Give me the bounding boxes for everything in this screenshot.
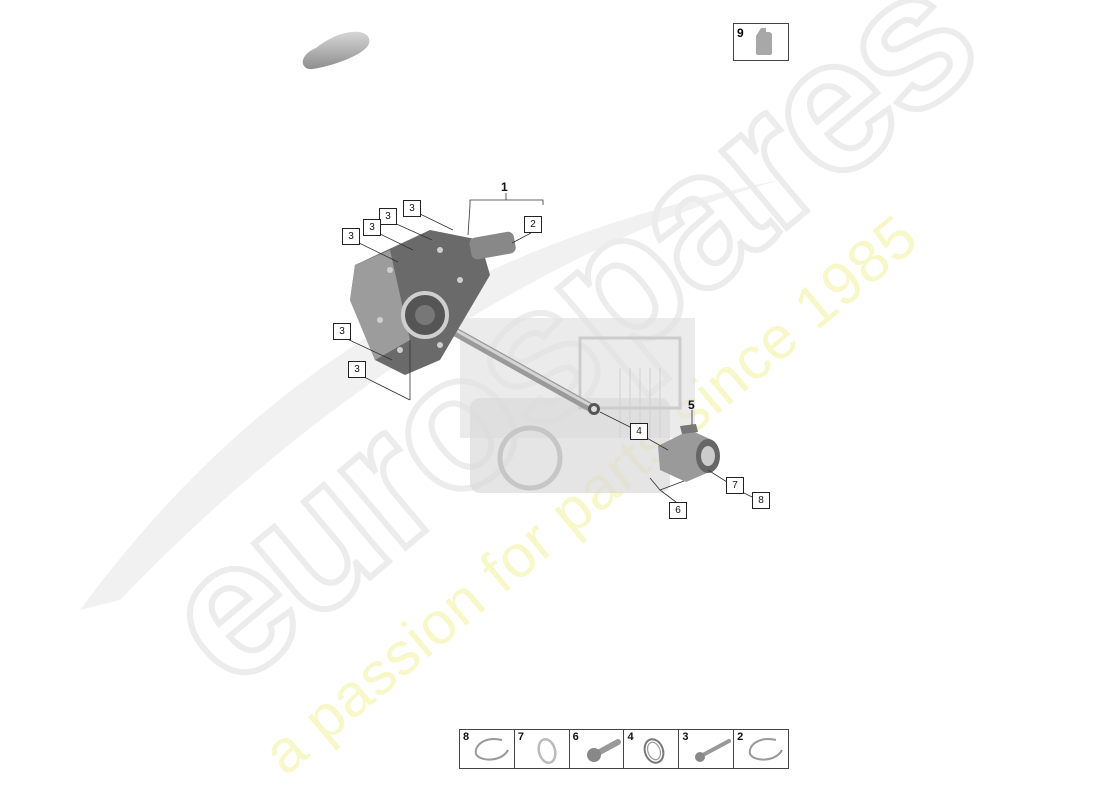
o-ring-icon xyxy=(537,737,557,764)
circlip-ring-icon xyxy=(748,738,784,761)
callout-3c[interactable]: 3 xyxy=(363,219,381,236)
callout-1[interactable]: 1 xyxy=(501,180,508,194)
part-number: 2 xyxy=(737,731,744,743)
engine-ghost-image xyxy=(460,318,695,493)
part-number: 4 xyxy=(627,731,634,743)
seal-ring-icon xyxy=(644,738,665,764)
callout-2[interactable]: 2 xyxy=(524,216,542,233)
circlip-ring-icon xyxy=(474,738,509,761)
part-number: 6 xyxy=(572,731,579,743)
part-cell-4[interactable]: 4 xyxy=(624,730,680,768)
fluid-box-number: 9 xyxy=(737,26,744,40)
transfer-case-image[interactable] xyxy=(330,220,630,430)
part-number: 8 xyxy=(463,731,470,743)
callout-3f[interactable]: 3 xyxy=(348,361,366,378)
flange-bolt-icon xyxy=(586,739,621,762)
callout-5[interactable]: 5 xyxy=(688,398,695,412)
oil-bottle-icon xyxy=(756,28,772,55)
part-cell-3[interactable]: 3 xyxy=(679,730,735,768)
callout-7[interactable]: 7 xyxy=(726,477,744,494)
part-number: 3 xyxy=(682,731,689,743)
car-silhouette-icon xyxy=(302,31,370,70)
part-number: 7 xyxy=(517,731,524,743)
fluid-box[interactable]: 9 xyxy=(733,23,789,61)
callout-3b[interactable]: 3 xyxy=(379,208,397,225)
part-cell-2[interactable]: 2 xyxy=(734,730,788,768)
part-cell-6[interactable]: 6 xyxy=(570,730,625,768)
callout-6[interactable]: 6 xyxy=(669,502,687,519)
part-cell-8[interactable]: 8 xyxy=(460,730,515,768)
long-bolt-icon xyxy=(695,739,732,762)
part-cell-7[interactable]: 7 xyxy=(515,730,570,768)
actuator-motor-image[interactable] xyxy=(650,418,725,488)
parts-strip: 8 7 6 4 3 2 xyxy=(459,729,789,769)
callout-4[interactable]: 4 xyxy=(630,423,648,440)
callout-3e[interactable]: 3 xyxy=(333,323,351,340)
callout-3d[interactable]: 3 xyxy=(342,228,360,245)
callout-8[interactable]: 8 xyxy=(752,492,770,509)
callout-3a[interactable]: 3 xyxy=(403,200,421,217)
